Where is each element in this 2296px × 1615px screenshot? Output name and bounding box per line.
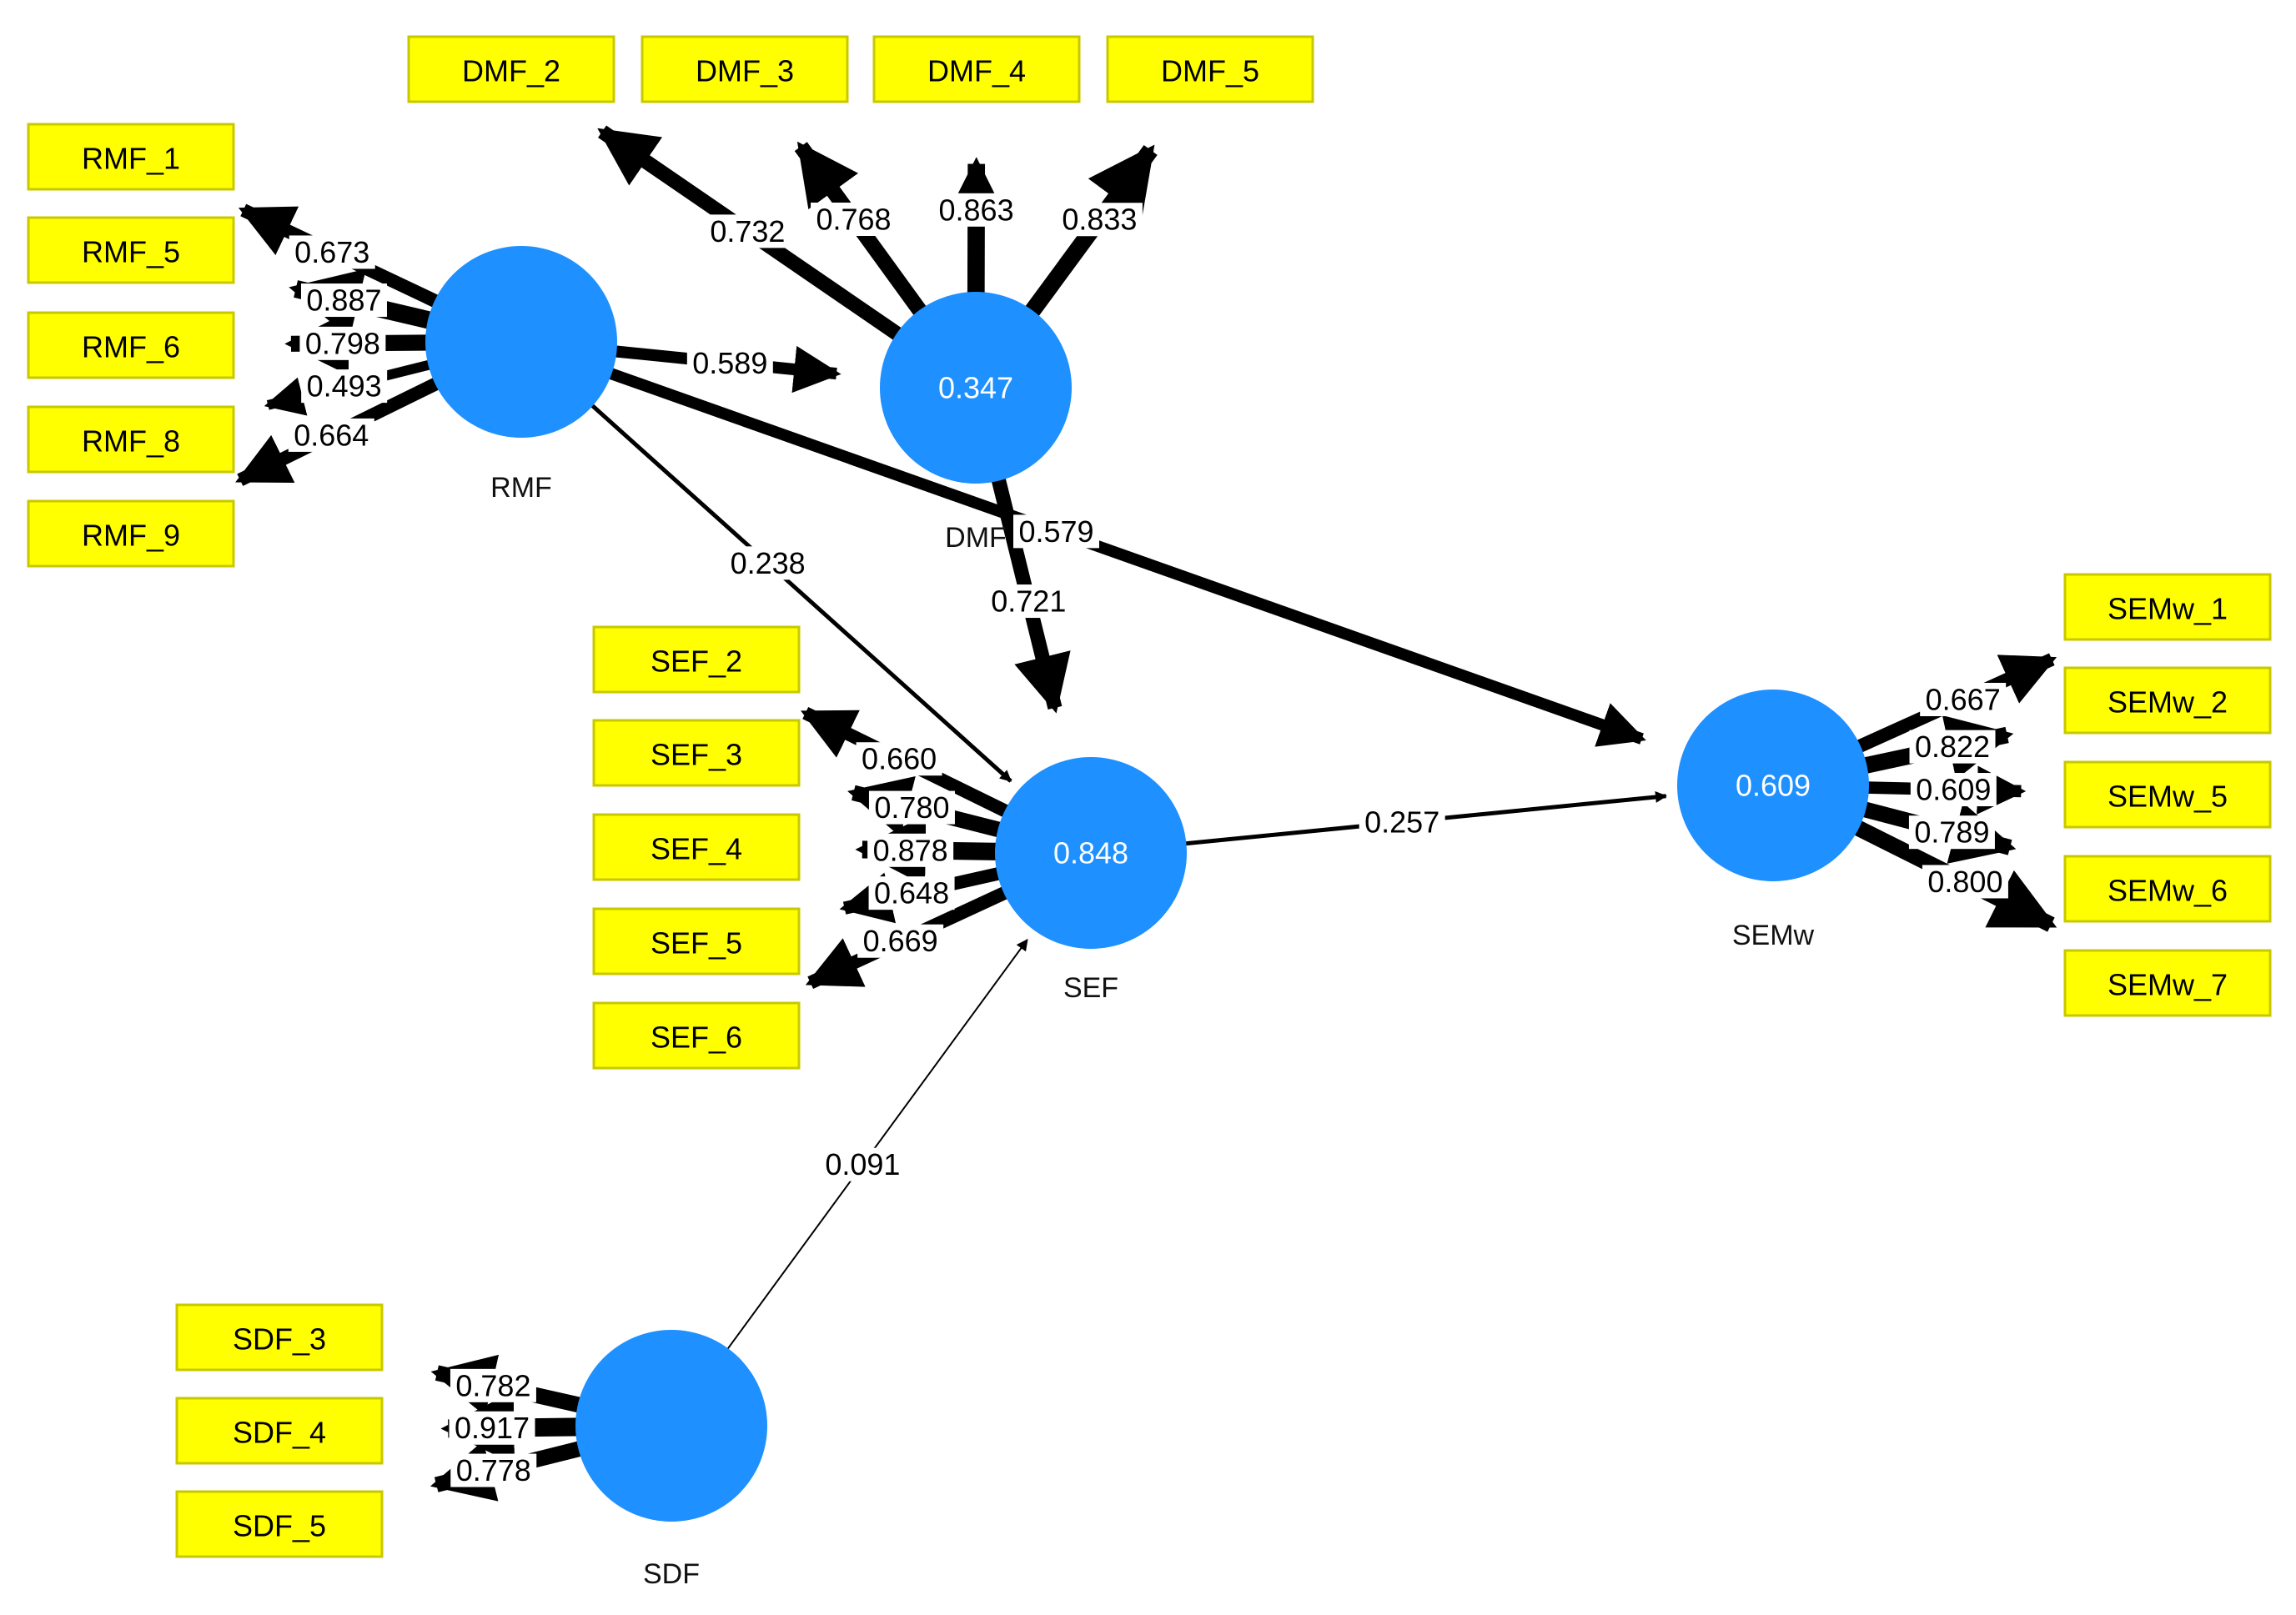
loading-label-sef-6: 0.669 — [863, 924, 938, 958]
indicator-sdf-5[interactable]: SDF_5 — [177, 1492, 382, 1557]
indicator-label: RMF_9 — [82, 519, 180, 553]
construct-circle — [425, 246, 617, 438]
indicator-label: RMF_8 — [82, 424, 180, 459]
loading-label-sdf-5: 0.778 — [456, 1453, 531, 1487]
indicator-sef-6[interactable]: SEF_6 — [594, 1003, 799, 1068]
indicator-label: SEMw_5 — [2108, 780, 2228, 814]
loading-label-rmf-5: 0.887 — [306, 283, 381, 318]
path-label-rmf-to-sef: 0.238 — [731, 546, 806, 580]
indicator-semw-7[interactable]: SEMw_7 — [2065, 950, 2270, 1016]
indicator-semw-5[interactable]: SEMw_5 — [2065, 762, 2270, 827]
loading-label-rmf-8: 0.493 — [307, 369, 382, 404]
indicator-label: SEF_4 — [651, 832, 742, 866]
construct-r-squared: 0.848 — [1053, 836, 1128, 870]
indicator-rmf-6[interactable]: RMF_6 — [28, 313, 234, 378]
indicator-label: SEF_6 — [651, 1021, 742, 1055]
construct-sdf[interactable]: SDF — [575, 1330, 767, 1590]
loading-label-dmf-5: 0.833 — [1062, 203, 1137, 237]
construct-name: RMF — [490, 472, 552, 504]
indicator-rmf-8[interactable]: RMF_8 — [28, 407, 234, 472]
indicator-sef-2[interactable]: SEF_2 — [594, 627, 799, 692]
indicator-label: RMF_1 — [82, 142, 180, 176]
loading-label-rmf-6: 0.798 — [305, 326, 380, 360]
path-label-sdf-to-sef: 0.091 — [825, 1147, 900, 1181]
indicator-label: RMF_5 — [82, 235, 180, 269]
indicator-dmf-3[interactable]: DMF_3 — [642, 37, 847, 102]
indicator-label: SEF_3 — [651, 738, 742, 772]
indicator-label: RMF_6 — [82, 330, 180, 364]
indicator-label: DMF_3 — [696, 54, 794, 88]
loading-label-semw-2: 0.822 — [1915, 730, 1990, 764]
indicator-dmf-4[interactable]: DMF_4 — [874, 37, 1079, 102]
loading-label-sef-2: 0.660 — [862, 742, 937, 776]
loading-label-semw-1: 0.667 — [1926, 682, 2001, 716]
loading-label-sdf-3: 0.782 — [455, 1368, 530, 1402]
indicator-label: SEMw_1 — [2108, 592, 2228, 626]
indicator-sef-5[interactable]: SEF_5 — [594, 909, 799, 974]
indicator-label: SEF_2 — [651, 644, 742, 679]
loading-label-rmf-1: 0.673 — [294, 235, 369, 269]
construct-circle — [575, 1330, 767, 1522]
path-label-rmf-to-semw: 0.579 — [1018, 514, 1093, 549]
indicator-label: SEMw_6 — [2108, 874, 2228, 908]
indicator-sdf-3[interactable]: SDF_3 — [177, 1305, 382, 1370]
construct-r-squared: 0.609 — [1736, 769, 1811, 803]
indicator-semw-2[interactable]: SEMw_2 — [2065, 668, 2270, 733]
indicator-semw-1[interactable]: SEMw_1 — [2065, 574, 2270, 639]
loading-label-dmf-2: 0.732 — [710, 214, 785, 248]
loading-label-sef-5: 0.648 — [874, 876, 949, 910]
indicator-label: SDF_3 — [233, 1322, 326, 1357]
indicator-label: SEF_5 — [651, 926, 742, 960]
indicator-label: SEMw_7 — [2108, 968, 2228, 1002]
loading-label-sef-3: 0.780 — [874, 790, 949, 825]
loading-label-semw-5: 0.609 — [1916, 773, 1991, 807]
construct-rmf[interactable]: RMF — [425, 246, 617, 504]
loading-label-semw-7: 0.800 — [1927, 865, 2002, 899]
indicator-dmf-2[interactable]: DMF_2 — [409, 37, 614, 102]
loading-label-rmf-9: 0.664 — [294, 418, 369, 452]
indicator-rmf-5[interactable]: RMF_5 — [28, 218, 234, 283]
construct-name: DMF — [945, 522, 1007, 554]
indicator-label: SEMw_2 — [2108, 685, 2228, 720]
indicator-label: SDF_5 — [233, 1509, 326, 1543]
loading-label-dmf-3: 0.768 — [816, 203, 891, 237]
construct-name: SEMw — [1732, 920, 1815, 951]
loading-label-semw-6: 0.789 — [1914, 815, 1989, 850]
path-label-dmf-to-sef: 0.721 — [991, 584, 1066, 619]
loading-label-sdf-4: 0.917 — [455, 1411, 530, 1445]
path-label-rmf-to-dmf: 0.589 — [692, 346, 767, 380]
loading-label-sef-4: 0.878 — [873, 833, 948, 867]
indicator-label: DMF_5 — [1161, 54, 1259, 88]
indicator-semw-6[interactable]: SEMw_6 — [2065, 856, 2270, 921]
construct-r-squared: 0.347 — [938, 371, 1013, 405]
loading-label-dmf-4: 0.863 — [939, 193, 1014, 227]
indicator-sef-4[interactable]: SEF_4 — [594, 815, 799, 880]
construct-name: SDF — [643, 1558, 700, 1590]
indicator-label: SDF_4 — [233, 1416, 326, 1450]
construct-name: SEF — [1063, 972, 1118, 1004]
indicator-sef-3[interactable]: SEF_3 — [594, 720, 799, 785]
indicator-rmf-1[interactable]: RMF_1 — [28, 124, 234, 189]
indicator-dmf-5[interactable]: DMF_5 — [1108, 37, 1313, 102]
path-label-sef-to-semw: 0.257 — [1364, 805, 1439, 840]
indicator-rmf-9[interactable]: RMF_9 — [28, 501, 234, 566]
indicator-label: DMF_2 — [462, 54, 560, 88]
indicator-label: DMF_4 — [927, 54, 1026, 88]
indicator-sdf-4[interactable]: SDF_4 — [177, 1398, 382, 1463]
